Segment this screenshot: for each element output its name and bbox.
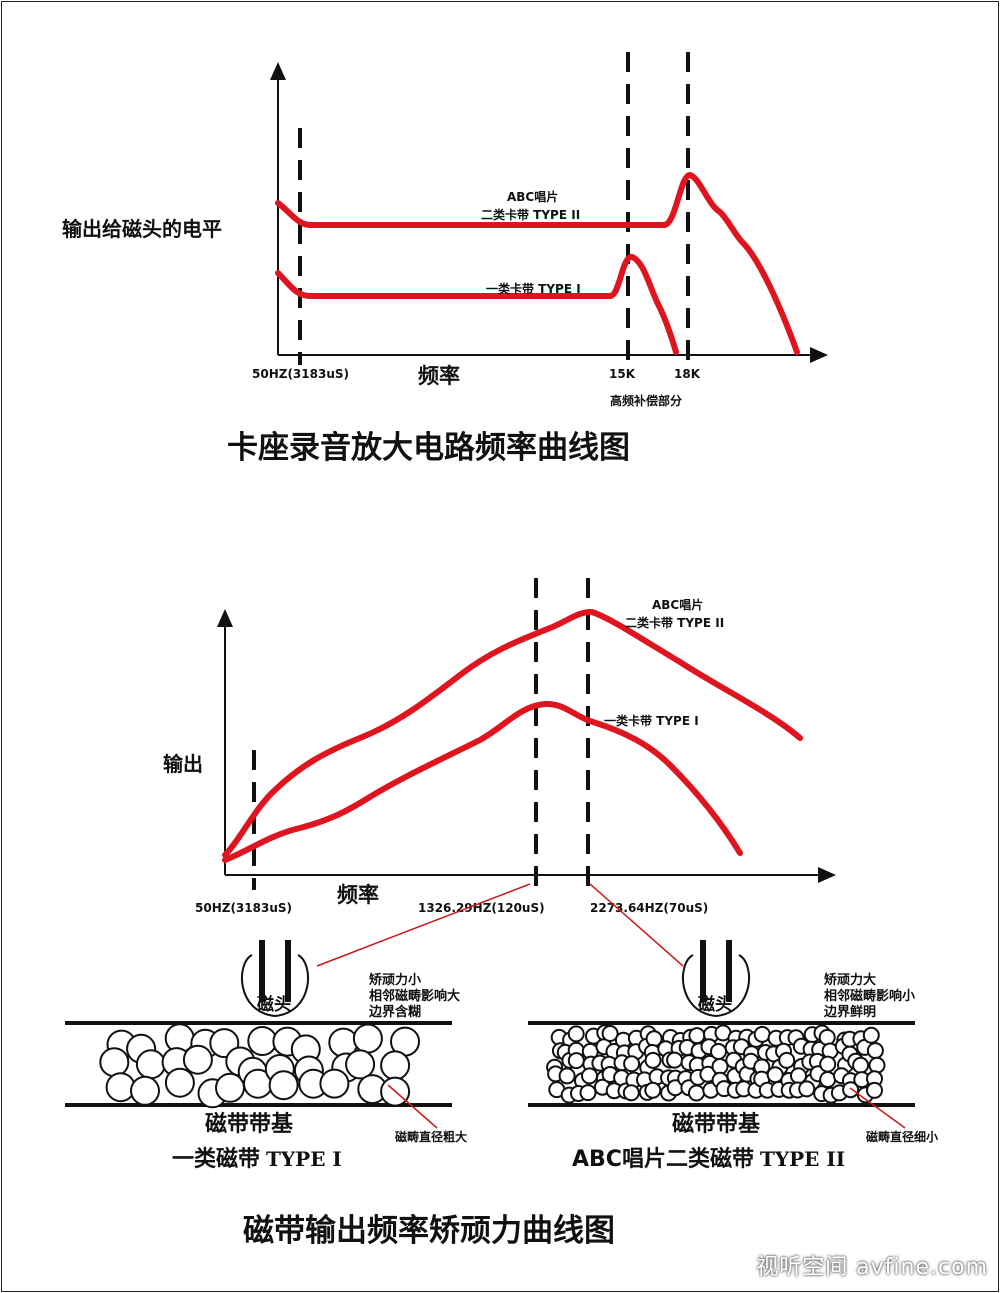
bottom-tick-70us: 2273.64HZ(70uS) bbox=[590, 901, 708, 915]
left-note-3: 边界含糊 bbox=[368, 1004, 421, 1020]
small-particle bbox=[688, 1084, 705, 1102]
left-base-label: 磁带带基 bbox=[205, 1111, 294, 1137]
small-particle bbox=[862, 1026, 880, 1044]
large-particle bbox=[247, 1026, 278, 1056]
magnetic-head-left-icon: 磁头 bbox=[240, 940, 310, 1018]
small-particle bbox=[601, 1025, 619, 1042]
small-particle bbox=[753, 1025, 771, 1043]
right-particle-pointer bbox=[849, 1087, 906, 1129]
small-particle bbox=[567, 1025, 585, 1043]
large-particle bbox=[130, 1075, 160, 1106]
right-type-suffix: TYPE II bbox=[760, 1147, 845, 1171]
top-tick-18k: 18K bbox=[674, 367, 701, 381]
small-particle bbox=[842, 1081, 860, 1099]
small-particle bbox=[866, 1081, 883, 1099]
watermark: 视听空间 avfine.com bbox=[756, 1255, 988, 1280]
top-chart: 输出给磁头的电平 频率 50HZ(3183uS) 15K 18K 高频补偿部分 … bbox=[62, 52, 828, 466]
bottom-curve2-label-2: 二类卡带 TYPE II bbox=[625, 615, 724, 630]
large-particle bbox=[164, 1067, 195, 1098]
bottom-tick-120us: 1326.29HZ(120uS) bbox=[418, 901, 545, 915]
right-base-label: 磁带带基 bbox=[672, 1111, 761, 1137]
large-particle bbox=[135, 1049, 166, 1080]
large-particle bbox=[268, 1070, 299, 1101]
small-particle bbox=[798, 1080, 816, 1098]
small-particle bbox=[866, 1042, 884, 1060]
right-note-3: 边界鲜明 bbox=[823, 1004, 876, 1020]
small-particle bbox=[622, 1084, 640, 1102]
top-curve1-label: 一类卡带 TYPE I bbox=[486, 281, 581, 296]
large-particle bbox=[105, 1072, 136, 1103]
connector-right bbox=[589, 883, 684, 967]
top-tick-15k: 15K bbox=[609, 367, 636, 381]
top-hf-note: 高频补偿部分 bbox=[610, 393, 682, 408]
bottom-chart: 输出 频率 50HZ(3183uS) 1326.29HZ(120uS) 2273… bbox=[163, 578, 836, 915]
top-chart-title: 卡座录音放大电路频率曲线图 bbox=[227, 430, 630, 466]
small-particle bbox=[623, 1055, 641, 1073]
small-particle bbox=[579, 1084, 597, 1102]
top-tick-50hz: 50HZ(3183uS) bbox=[252, 367, 349, 381]
small-particle bbox=[644, 1051, 662, 1069]
large-particles bbox=[99, 1023, 420, 1109]
top-y-label: 输出给磁头的电平 bbox=[62, 217, 222, 241]
small-particle bbox=[644, 1081, 662, 1099]
left-note-1: 矫顽力小 bbox=[369, 972, 421, 988]
bottom-curve-type1 bbox=[222, 700, 743, 863]
small-particle bbox=[567, 1052, 585, 1070]
small-particle bbox=[852, 1056, 870, 1074]
bottom-curve-type2 bbox=[222, 608, 803, 858]
top-curve2-label-1: ABC唱片 bbox=[507, 189, 558, 204]
top-x-label: 频率 bbox=[418, 364, 460, 388]
connector-left bbox=[316, 883, 531, 967]
bottom-x-label: 频率 bbox=[337, 883, 379, 907]
bottom-curve2-label-1: ABC唱片 bbox=[652, 597, 703, 612]
small-particle bbox=[688, 1027, 706, 1045]
right-type-prefix: ABC唱片二类磁带 bbox=[572, 1146, 754, 1172]
top-curve2-label-2: 二类卡带 TYPE II bbox=[481, 207, 580, 222]
magnetic-head-right-icon: 磁头 bbox=[681, 940, 751, 1018]
small-particle bbox=[666, 1051, 684, 1069]
bottom-chart-title: 磁带输出频率矫顽力曲线图 bbox=[243, 1213, 615, 1249]
small-particle bbox=[581, 1067, 598, 1085]
left-particle-pointer bbox=[387, 1084, 438, 1129]
large-particle bbox=[380, 1050, 411, 1081]
small-particle bbox=[819, 1071, 837, 1088]
head-label-left: 磁头 bbox=[257, 994, 291, 1015]
right-note-1: 矫顽力大 bbox=[824, 972, 876, 988]
bottom-tick-50hz: 50HZ(3183uS) bbox=[195, 901, 292, 915]
large-particle bbox=[182, 1044, 213, 1075]
small-particles bbox=[546, 1024, 886, 1104]
large-particle bbox=[319, 1068, 350, 1099]
left-particle-note: 磁畴直径粗大 bbox=[394, 1129, 467, 1144]
small-particle bbox=[558, 1067, 576, 1085]
small-particle bbox=[710, 1043, 727, 1060]
tape-right: 磁头 矫顽力大 相邻磁畴影响小 边界鲜明 磁畴直径细小 磁带带基 ABC唱片二类… bbox=[528, 940, 938, 1172]
head-label-right: 磁头 bbox=[698, 994, 732, 1015]
right-note-2: 相邻磁畴影响小 bbox=[824, 988, 915, 1004]
left-note-2: 相邻磁畴影响大 bbox=[369, 988, 460, 1004]
top-curve-type2 bbox=[275, 171, 800, 355]
large-particle bbox=[352, 1023, 383, 1054]
small-particle bbox=[778, 1051, 796, 1069]
bottom-curve1-label: 一类卡带 TYPE I bbox=[604, 713, 699, 728]
left-type-prefix: 一类磁带 bbox=[172, 1146, 260, 1172]
large-particle bbox=[345, 1049, 376, 1080]
right-particle-note: 磁畴直径细小 bbox=[865, 1129, 938, 1144]
bottom-y-label: 输出 bbox=[163, 752, 203, 776]
large-particle bbox=[99, 1047, 130, 1078]
small-particle bbox=[868, 1056, 886, 1074]
small-particle bbox=[819, 1055, 837, 1073]
small-particle bbox=[818, 1028, 836, 1046]
top-curve-type1 bbox=[275, 254, 679, 355]
left-type-suffix: TYPE I bbox=[266, 1147, 342, 1171]
